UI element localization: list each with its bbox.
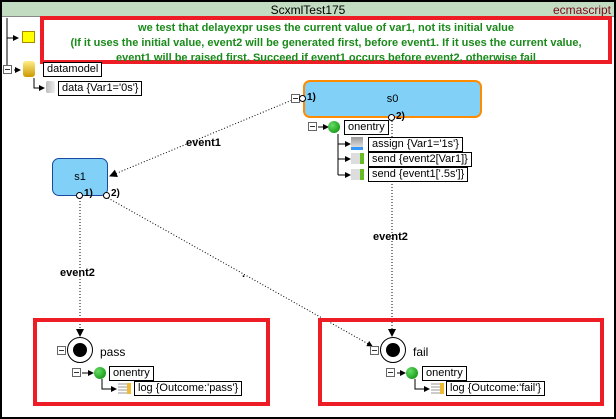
state-label: s1 [74,171,86,183]
comment-line: event1 will be raised first. Succeed if … [116,52,536,64]
collapse-datamodel[interactable] [3,65,12,74]
assign-icon [351,137,363,150]
assign-action[interactable]: assign {Var1='1s'} [368,137,463,152]
state-s0[interactable]: s0 [303,80,482,118]
onentry-icon [94,367,106,379]
comment-box[interactable]: we test that delayexpr uses the current … [40,16,612,64]
event-label[interactable]: event1 [186,137,221,149]
log-icon [431,383,444,394]
final-state-pass[interactable] [67,337,93,363]
final-state-fail[interactable] [380,337,406,363]
collapse-onentry[interactable] [386,368,395,377]
collapse-pass[interactable] [57,346,66,355]
state-label: s0 [386,93,399,105]
onentry-icon [406,367,418,379]
log-action[interactable]: log {Outcome:'pass'} [134,381,243,396]
onentry-label[interactable]: onentry [422,366,467,381]
highlight-fail [318,318,604,406]
highlight-pass [33,318,270,406]
data-icon [46,81,55,93]
database-icon [23,61,35,77]
port-label: 2) [111,188,120,199]
port[interactable] [76,192,83,199]
event-label[interactable]: event2 [60,267,95,279]
port[interactable] [299,95,306,102]
send-action[interactable]: send {event2[Var1]} [368,152,472,167]
event-label[interactable]: event2 [373,231,408,243]
datamodel-language: ecmascript [552,3,611,17]
datamodel-label[interactable]: datamodel [43,62,103,77]
send-icon [351,169,364,180]
log-action[interactable]: log {Outcome:'fail'} [446,381,546,396]
collapse-fail[interactable] [370,346,379,355]
port-label: 1) [84,188,93,199]
port[interactable] [388,114,395,121]
note-icon [22,31,35,43]
port[interactable] [103,192,110,199]
comment-line: (If it uses the initial value, event2 wi… [70,37,582,49]
state-label: fail [413,345,429,359]
state-s1[interactable]: s1 [52,158,108,196]
transition-s0-s1 [109,97,298,177]
log-icon [118,383,131,394]
port-label: 2) [396,111,405,122]
onentry-label[interactable]: onentry [109,366,154,381]
data-item[interactable]: data {Var1='0s'} [58,81,143,96]
collapse-onentry[interactable] [72,368,81,377]
send-action[interactable]: send {event1['.5s']} [368,167,469,182]
state-label: pass [100,345,126,359]
diagram-title: ScxmlTest175 [270,3,346,17]
comment-line: we test that delayexpr uses the current … [138,22,514,34]
onentry-icon [328,121,340,133]
event-label[interactable]: . [242,268,246,280]
send-icon [351,153,364,164]
collapse-onentry[interactable] [308,122,317,131]
onentry-label[interactable]: onentry [344,120,389,135]
port-label: 1) [307,92,316,103]
